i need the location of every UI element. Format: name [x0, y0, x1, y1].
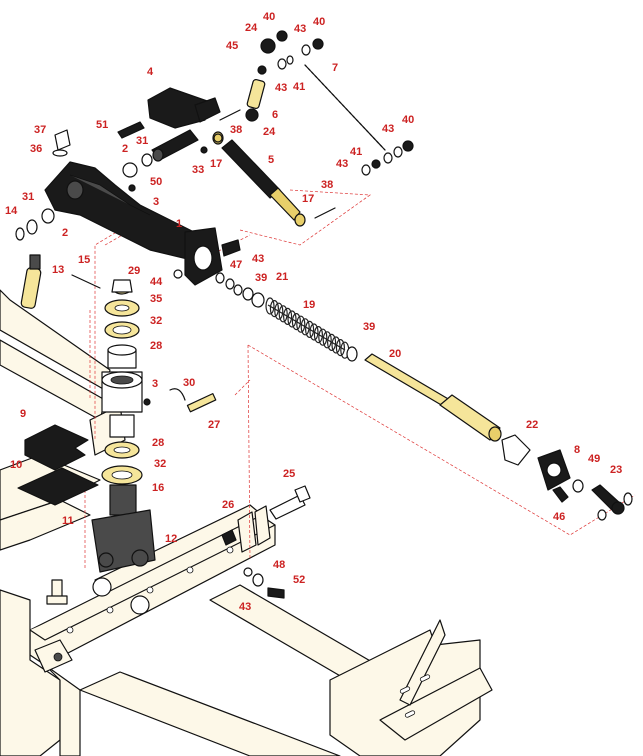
- spring-coil: [327, 333, 337, 351]
- spring-coil: [296, 315, 306, 333]
- callout-c28a: 28: [150, 340, 162, 352]
- callout-c43b: 43: [275, 82, 287, 94]
- pivot-arm: [44, 161, 241, 286]
- pivot-housing: [91, 484, 156, 573]
- callout-c14: 14: [5, 205, 18, 217]
- callout-c51: 51: [96, 119, 108, 131]
- callout-c41a: 41: [293, 81, 305, 93]
- callout-c12: 12: [165, 533, 177, 545]
- callout-c2a: 2: [122, 143, 128, 155]
- spring-19: [265, 297, 350, 359]
- center-stack: [101, 281, 143, 485]
- callout-c5: 5: [268, 154, 274, 166]
- callout-c31a: 31: [136, 135, 148, 147]
- spring-coil: [283, 307, 293, 325]
- callout-c3a: 3: [153, 196, 159, 208]
- right-parts: [501, 434, 633, 521]
- spring-coil: [278, 305, 288, 323]
- callout-c43d: 43: [336, 158, 348, 170]
- callout-c17a: 17: [210, 158, 222, 170]
- callout-c11: 11: [62, 515, 74, 527]
- callout-c24b: 24: [263, 126, 276, 138]
- callout-c37: 37: [34, 124, 46, 136]
- callout-c48: 48: [273, 559, 285, 571]
- chassis-frame: [0, 289, 493, 756]
- spring-coil: [300, 318, 310, 336]
- callout-c43f: 43: [239, 601, 251, 613]
- callout-c49: 49: [588, 453, 600, 465]
- spring-coil: [318, 328, 328, 346]
- callout-c15: 15: [78, 254, 90, 266]
- callout-c4: 4: [147, 66, 154, 78]
- hardware: [15, 30, 414, 599]
- callout-c8: 8: [574, 444, 580, 456]
- upper-bracket: [147, 87, 221, 162]
- callout-c40c: 40: [402, 114, 414, 126]
- callout-c39a: 39: [255, 272, 267, 284]
- spring-coil: [269, 300, 279, 318]
- spring-coil: [309, 323, 319, 341]
- callout-c45: 45: [226, 40, 238, 52]
- callout-c36: 36: [30, 143, 42, 155]
- callout-c50: 50: [150, 176, 162, 188]
- spring-coil: [331, 336, 341, 354]
- callout-c28b: 28: [152, 437, 164, 449]
- callout-c47: 47: [230, 259, 242, 271]
- callout-c1: 1: [176, 218, 182, 230]
- callout-c43a: 43: [294, 23, 306, 35]
- callout-c30: 30: [183, 377, 195, 389]
- callout-c43e: 43: [252, 253, 264, 265]
- callout-c26: 26: [222, 499, 234, 511]
- callout-c31b: 31: [22, 191, 34, 203]
- callout-c23: 23: [610, 464, 622, 476]
- callout-c22: 22: [526, 419, 538, 431]
- callout-c3b: 3: [152, 378, 158, 390]
- callout-c17b: 17: [302, 193, 314, 205]
- callout-c38b: 38: [321, 179, 333, 191]
- spring-and-rod: [265, 297, 502, 442]
- callout-c21: 21: [276, 271, 288, 283]
- spring-coil: [274, 302, 284, 320]
- callout-c52: 52: [293, 574, 305, 586]
- callout-c16: 16: [152, 482, 164, 494]
- callout-c29: 29: [128, 265, 140, 277]
- spring-coil: [313, 326, 323, 344]
- callout-c24a: 24: [245, 22, 258, 34]
- callout-c43c: 43: [382, 123, 394, 135]
- callout-c19: 19: [303, 299, 315, 311]
- callout-c33: 33: [192, 164, 204, 176]
- callout-c13: 13: [52, 264, 64, 276]
- callout-c38a: 38: [230, 124, 242, 136]
- spring-coil: [265, 297, 275, 315]
- cylinder: [212, 131, 306, 227]
- plates: [17, 424, 99, 506]
- callout-c40b: 40: [313, 16, 325, 28]
- spring-coil: [291, 313, 301, 331]
- callout-c35: 35: [150, 293, 162, 305]
- callout-c9: 9: [20, 408, 26, 420]
- callout-c32a: 32: [150, 315, 162, 327]
- callout-c40a: 40: [263, 11, 275, 23]
- callout-c10: 10: [10, 459, 22, 471]
- callout-c25: 25: [283, 468, 295, 480]
- spring-upper: [304, 64, 386, 151]
- callout-c44: 44: [150, 276, 163, 288]
- callout-c2b: 2: [62, 227, 68, 239]
- spring-coil: [335, 339, 345, 357]
- callout-c20: 20: [389, 348, 401, 360]
- callout-c7: 7: [332, 62, 338, 74]
- callout-c41b: 41: [350, 146, 362, 158]
- spring-coil: [322, 331, 332, 349]
- spring-coil: [287, 310, 297, 328]
- callout-c6: 6: [272, 109, 278, 121]
- callout-c32b: 32: [154, 458, 166, 470]
- callout-c27: 27: [208, 419, 220, 431]
- callout-c46: 46: [553, 511, 565, 523]
- spring-coil: [305, 320, 315, 338]
- callout-c39b: 39: [363, 321, 375, 333]
